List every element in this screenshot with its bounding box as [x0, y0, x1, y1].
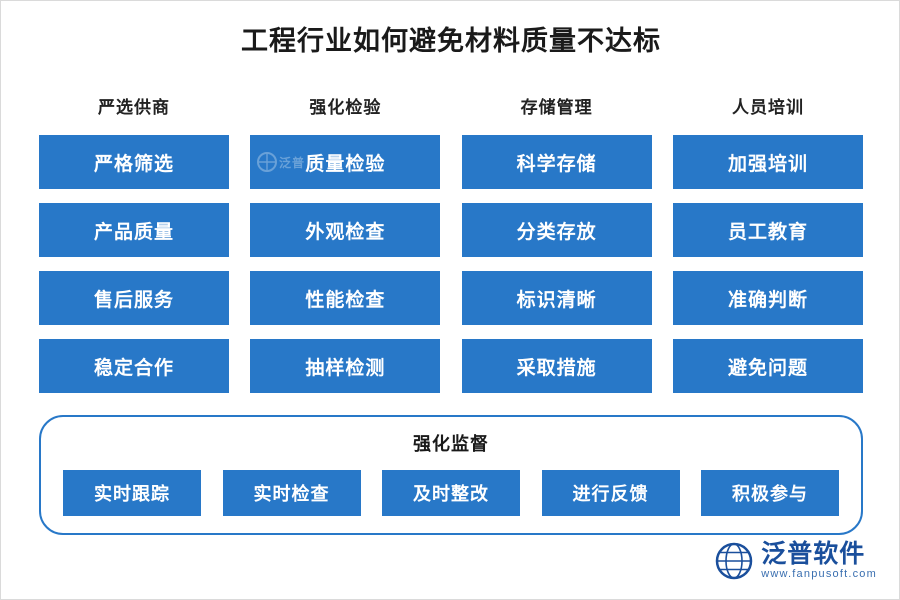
cell-3-2[interactable]: 分类存放 [461, 203, 652, 257]
column-heading: 存储管理 [520, 98, 593, 117]
supervision-cell-4[interactable]: 进行反馈 [541, 470, 680, 516]
columns-container: 严选供商 严格筛选 产品质量 售后服务 稳定合作 强化检验 泛普 质量检验 外观… [39, 93, 863, 393]
cell-label: 采取措施 [516, 357, 597, 379]
cell-1-2[interactable]: 产品质量 [39, 203, 229, 257]
cell-label: 准确判断 [727, 289, 808, 311]
supervision-cell-1[interactable]: 实时跟踪 [63, 470, 201, 516]
cell-label: 加强培训 [727, 153, 808, 175]
cell-label: 质量检验 [305, 153, 386, 175]
column-1: 严选供商 严格筛选 产品质量 售后服务 稳定合作 [39, 93, 229, 393]
cell-label: 售后服务 [93, 289, 174, 311]
cell-label: 积极参与 [732, 484, 808, 504]
supervision-cell-2[interactable]: 实时检查 [222, 470, 361, 516]
logo-name: 泛普软件 [761, 540, 866, 568]
cell-label: 外观检查 [305, 221, 386, 243]
column-heading: 人员培训 [731, 98, 804, 117]
cell-label: 实时跟踪 [94, 484, 170, 504]
cell-label: 性能检查 [305, 289, 386, 311]
cell-label: 员工教育 [727, 221, 808, 243]
logo-text-block: 泛普软件 www.fanpusoft.com [761, 540, 877, 581]
cell-2-3[interactable]: 性能检查 [250, 271, 441, 325]
cell-4-1[interactable]: 加强培训 [672, 135, 863, 189]
brand-logo: 泛普软件 www.fanpusoft.com [714, 539, 877, 583]
supervision-group: 强化监督 实时跟踪 实时检查 及时整改 进行反馈 积极参与 [39, 415, 863, 535]
column-2: 强化检验 泛普 质量检验 外观检查 性能检查 抽样检测 [250, 93, 441, 393]
cell-2-1[interactable]: 泛普 质量检验 [250, 135, 441, 189]
column-4: 人员培训 加强培训 员工教育 准确判断 避免问题 [672, 93, 863, 393]
cell-label: 抽样检测 [305, 357, 386, 379]
cell-label: 实时检查 [253, 484, 330, 504]
cell-label: 稳定合作 [93, 357, 174, 379]
cell-2-4[interactable]: 抽样检测 [250, 339, 441, 393]
cell-label: 严格筛选 [93, 153, 174, 175]
cell-3-4[interactable]: 采取措施 [461, 339, 652, 393]
column-heading: 强化检验 [309, 98, 382, 117]
supervision-cell-3[interactable]: 及时整改 [382, 470, 520, 516]
cell-2-2[interactable]: 外观检查 [250, 203, 441, 257]
cell-1-1[interactable]: 严格筛选 [39, 135, 229, 189]
column-heading: 严选供商 [98, 98, 170, 117]
globe-icon [715, 542, 753, 580]
cell-4-4[interactable]: 避免问题 [672, 339, 863, 393]
cell-3-1[interactable]: 科学存储 [461, 135, 652, 189]
cell-1-3[interactable]: 售后服务 [39, 271, 229, 325]
supervision-heading: 强化监督 [413, 434, 489, 454]
cell-3-3[interactable]: 标识清晰 [461, 271, 652, 325]
svg-text:泛普: 泛普 [279, 155, 305, 170]
cell-1-4[interactable]: 稳定合作 [39, 339, 229, 393]
page-title: 工程行业如何避免材料质量不达标 [241, 26, 661, 56]
cell-4-2[interactable]: 员工教育 [672, 203, 863, 257]
cell-label: 分类存放 [516, 221, 597, 243]
cell-label: 科学存储 [516, 153, 597, 175]
cell-label: 进行反馈 [572, 484, 649, 504]
supervision-items: 实时跟踪 实时检查 及时整改 进行反馈 积极参与 [63, 470, 839, 516]
column-3: 存储管理 科学存储 分类存放 标识清晰 采取措施 [461, 93, 652, 393]
logo-url: www.fanpusoft.com [761, 568, 877, 581]
cell-label: 标识清晰 [516, 289, 597, 311]
cell-label: 产品质量 [93, 221, 174, 243]
cell-label: 避免问题 [727, 357, 808, 379]
cell-label: 及时整改 [413, 484, 489, 504]
supervision-cell-5[interactable]: 积极参与 [701, 470, 839, 516]
cell-4-3[interactable]: 准确判断 [672, 271, 863, 325]
